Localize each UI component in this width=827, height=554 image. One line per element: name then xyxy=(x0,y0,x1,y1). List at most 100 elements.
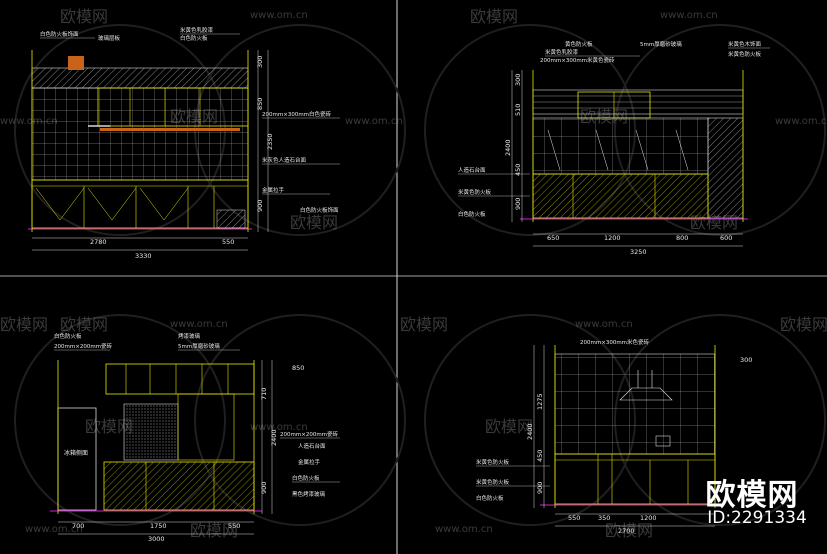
wall-cabinet-accent xyxy=(68,56,84,70)
dimensions: 650 1200 800 600 3250 300 510 2400 450 9… xyxy=(504,70,743,256)
callout: 白色防火板饰面 xyxy=(300,206,339,214)
ceiling-band xyxy=(31,67,249,89)
callout: 米黄色防火板 xyxy=(728,50,762,58)
callout: 米黄色木饰面 xyxy=(728,40,762,48)
dimension-label: 900 xyxy=(536,482,544,494)
dimension-label: 2400 xyxy=(270,429,278,446)
dimension-label: 2780 xyxy=(90,238,107,246)
dimension-label: 300 xyxy=(740,356,752,364)
elevation-top-left: 白色防火板饰面 米黄色乳胶漆 玻璃层板 白色防火板 200mm×300mm白色瓷… xyxy=(28,26,340,260)
dimension-label: 3000 xyxy=(148,535,165,543)
dimension-label: 900 xyxy=(514,198,522,210)
watermark-url: www.om.cn xyxy=(575,319,633,330)
watermark-url: www.om.cn xyxy=(775,116,827,127)
pot xyxy=(655,435,671,447)
callouts: 白色防火板 200mm×200mm瓷砖 烤漆玻璃 5mm厚磨砂玻璃 200mm×… xyxy=(54,332,340,498)
dimensions: 550 350 1200 2700 300 1275 2400 450 900 xyxy=(526,345,752,535)
callout: 白色防火板 xyxy=(54,332,82,340)
drawing-id: ID:2291334 xyxy=(707,508,807,528)
callout: 200mm×200mm瓷砖 xyxy=(280,430,339,438)
callout: 米黄色防火板 xyxy=(458,188,492,196)
callout: 200mm×300mm白色瓷砖 xyxy=(262,110,332,118)
dimension-label: 300 xyxy=(514,74,522,86)
watermark-url: www.om.cn xyxy=(25,524,83,535)
elevation-bottom-right: 200mm×300mm米色瓷砖 米黄色防火板 米黄色防火板 白色防火板 550 … xyxy=(476,338,752,535)
dimension-label: 2400 xyxy=(504,139,512,156)
callout: 白色防火板 xyxy=(476,494,504,502)
watermark-url: www.om.cn xyxy=(170,319,228,330)
watermark-url: www.om.cn xyxy=(435,524,493,535)
callout: 米黄色防火板 xyxy=(476,478,510,486)
callout: 玻璃层板 xyxy=(98,34,121,42)
watermark-brand: 欧模网 xyxy=(485,417,533,436)
dimension-label: 3250 xyxy=(630,248,647,256)
dimensions: 2780 550 3330 300 850 2350 900 xyxy=(32,50,274,260)
dimension-label: 550 xyxy=(222,238,234,246)
dimension-label: 1275 xyxy=(536,393,544,410)
tall-glass-cabinet xyxy=(177,393,235,461)
watermark-brand: 欧模网 xyxy=(60,315,108,334)
callout: 米黄色乳胶漆 xyxy=(180,26,214,34)
watermark-brand: 欧模网 xyxy=(85,417,133,436)
dimension-label: 2350 xyxy=(266,133,274,150)
watermark-url: www.om.cn xyxy=(660,10,718,21)
callout: 200mm×300mm米黄色瓷砖 xyxy=(540,56,615,64)
dimension-label: 1750 xyxy=(150,522,167,530)
dimension-label: 1200 xyxy=(604,234,621,242)
callout: 黄色防火板 xyxy=(565,40,593,48)
watermark-brand: 欧模网 xyxy=(60,7,108,26)
dimensions: 700 1750 550 3000 850 710 2400 900 xyxy=(58,360,304,543)
counter-accent xyxy=(100,128,240,131)
callout: 米灰色人造石台面 xyxy=(262,156,307,164)
dimension-label: 900 xyxy=(256,200,264,212)
dimension-label: 710 xyxy=(260,388,268,400)
callout: 金属拉手 xyxy=(298,458,321,466)
callout: 200mm×200mm瓷砖 xyxy=(54,342,113,350)
dimension-label: 550 xyxy=(228,522,240,530)
watermark-brand: 欧模网 xyxy=(0,315,48,334)
watermark-url: www.om.cn xyxy=(250,10,308,21)
fridge-label: 冰箱侧面 xyxy=(64,449,88,457)
callout: 白色防火板 xyxy=(180,34,208,42)
dimension-label: 900 xyxy=(260,482,268,494)
dimension-label: 650 xyxy=(547,234,559,242)
watermark-url: www.om.cn xyxy=(345,116,403,127)
dimension-label: 700 xyxy=(72,522,84,530)
dimension-label: 800 xyxy=(676,234,688,242)
dimension-label: 3330 xyxy=(135,252,152,260)
watermark-brand: 欧模网 xyxy=(400,315,448,334)
base-cabinets xyxy=(103,461,255,511)
callout: 白色防火板 xyxy=(458,210,486,218)
callout: 烤漆玻璃 xyxy=(178,332,201,340)
tile-wall xyxy=(532,117,709,175)
watermark-url: www.om.cn xyxy=(250,422,308,433)
dimension-label: 450 xyxy=(514,164,522,176)
tile-wall xyxy=(31,87,249,181)
elevation-top-right: 黄色防火板 米黄色乳胶漆 5mm厚磨砂玻璃 200mm×300mm米黄色瓷砖 米… xyxy=(458,40,770,256)
range-hood xyxy=(619,387,673,401)
callout: 白色防火板 xyxy=(292,474,320,482)
callout: 人造石台面 xyxy=(298,442,326,450)
callout: 白色防火板饰面 xyxy=(40,30,79,38)
base-cabinets xyxy=(532,173,709,219)
dimension-label: 300 xyxy=(256,56,264,68)
callouts: 黄色防火板 米黄色乳胶漆 5mm厚磨砂玻璃 200mm×300mm米黄色瓷砖 米… xyxy=(458,40,770,218)
dimension-label: 600 xyxy=(720,234,732,242)
tall-cabinet xyxy=(707,117,744,219)
callout: 米黄色乳胶漆 xyxy=(545,48,579,56)
dimension-label: 1200 xyxy=(640,514,657,522)
tile-backsplash xyxy=(123,403,179,461)
dimension-label: 2700 xyxy=(618,527,635,535)
callouts: 200mm×300mm米色瓷砖 米黄色防火板 米黄色防火板 白色防火板 xyxy=(476,338,650,502)
callout: 米黄色防火板 xyxy=(476,458,510,466)
dimension-label: 850 xyxy=(292,364,304,372)
watermark-brand: 欧模网 xyxy=(290,213,338,232)
callout: 5mm厚磨砂玻璃 xyxy=(178,342,220,350)
callout: 5mm厚磨砂玻璃 xyxy=(640,40,682,48)
elevation-bottom-left: 冰箱侧面 白色防火板 200mm×200mm瓷砖 烤漆玻璃 5mm厚磨砂玻璃 2… xyxy=(50,332,340,543)
watermark-brand: 欧模网 xyxy=(780,315,827,334)
callout: 黑色烤漆玻璃 xyxy=(292,490,326,498)
dimension-label: 2400 xyxy=(526,423,534,440)
callout: 金属拉手 xyxy=(262,186,285,194)
